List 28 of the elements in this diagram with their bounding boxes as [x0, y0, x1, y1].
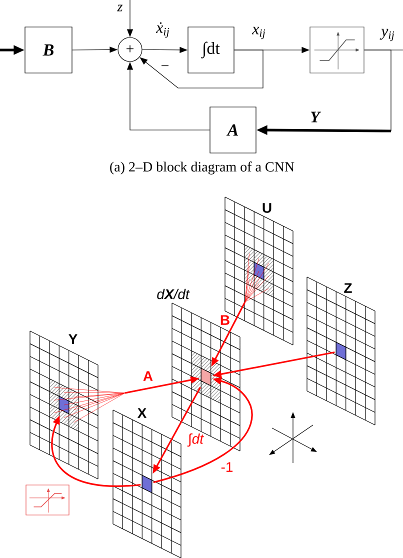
hatched-area [49, 379, 79, 432]
caption: (a) 2–D block diagram of a CNN [110, 162, 294, 174]
edge-label: − [162, 65, 168, 66]
hatched-area [244, 245, 274, 298]
block-box: A [210, 106, 256, 154]
hatched-area [191, 351, 221, 404]
grid-label: Y [68, 334, 78, 344]
edge-label: B [220, 315, 230, 325]
edge-label: -1 [221, 462, 233, 472]
signal-label: z [117, 4, 123, 12]
edge-label: ∫dt [187, 433, 204, 447]
edge-label: y$_{ij}$ [380, 28, 394, 42]
edge-label: A [143, 371, 153, 381]
edge-label: Y [310, 112, 322, 122]
grid-label: X [137, 408, 147, 418]
block-box: ∫dt [188, 26, 234, 74]
grid-label: dX/dt [157, 288, 190, 300]
edge-label: ẋ$_{ij}$ [156, 22, 170, 38]
grid-label: U [262, 203, 272, 213]
highlighted-cell [200, 368, 212, 386]
highlighted-cell [58, 396, 70, 414]
grid-label: Z [344, 283, 352, 293]
edge-label: x$_{ij}$ [252, 26, 266, 40]
summing-junction: + [118, 37, 142, 62]
block-box: B [24, 26, 72, 74]
highlighted-cell [336, 342, 346, 360]
highlighted-cell [142, 474, 152, 494]
highlighted-cell [254, 262, 264, 280]
